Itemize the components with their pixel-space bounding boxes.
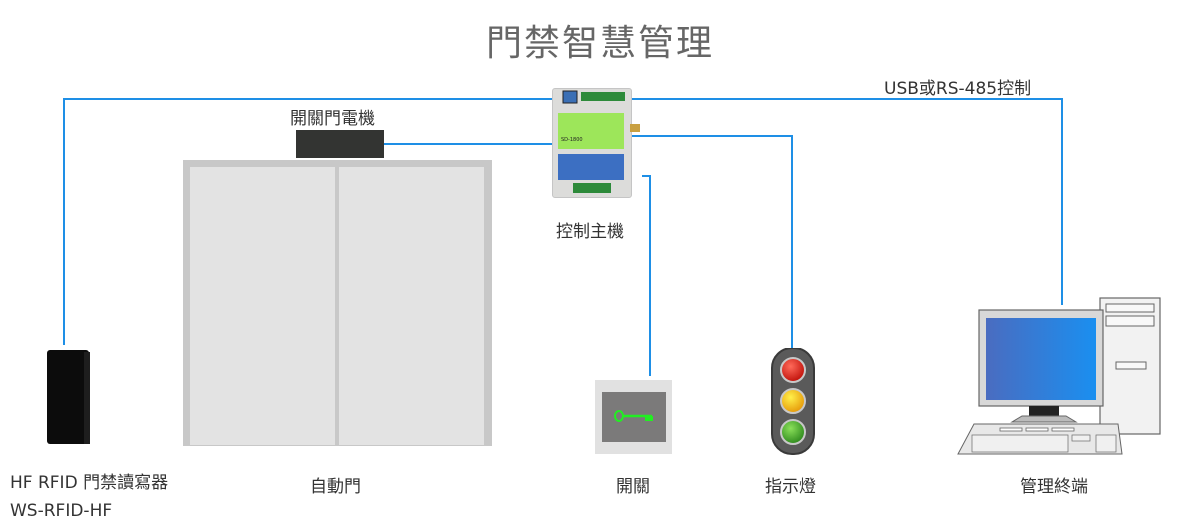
- rfid-reader-edge: [84, 352, 90, 444]
- reader-label: HF RFID 門禁讀寫器: [10, 473, 169, 493]
- desktop-computer-icon: [957, 297, 1161, 455]
- terminal-label: 管理終端: [1020, 477, 1088, 497]
- traffic-light-icon: [771, 348, 815, 455]
- green-light: [780, 419, 806, 445]
- controller-icon: SD-1800: [558, 90, 625, 193]
- door-panel-right: [339, 167, 484, 445]
- svg-text:SD-1800: SD-1800: [561, 137, 583, 143]
- automatic-door: [183, 160, 492, 446]
- line-controller-terminal: [630, 98, 1063, 305]
- red-light: [780, 357, 806, 383]
- rfid-reader: [47, 350, 89, 444]
- key-icon: [614, 410, 653, 422]
- door-motor: [296, 130, 384, 158]
- antenna: [630, 124, 640, 132]
- reader-model: WS-RFID-HF: [10, 501, 113, 521]
- controller-device: SD-1800: [552, 88, 632, 198]
- switch-label: 開關: [616, 477, 650, 497]
- door-panel-left: [190, 167, 335, 445]
- line-controller-indicator: [630, 135, 793, 348]
- motor-label: 開關門電機: [290, 109, 375, 129]
- line-reader-controller: [63, 98, 553, 345]
- diagram-title: 門禁智慧管理: [485, 23, 714, 64]
- line-controller-switch: [642, 175, 651, 376]
- door-label: 自動門: [310, 477, 361, 497]
- computer-screen: [986, 318, 1096, 400]
- yellow-light: [780, 388, 806, 414]
- indicator-label: 指示燈: [765, 477, 816, 497]
- switch-panel: [602, 392, 666, 442]
- controller-label: 控制主機: [556, 222, 624, 242]
- connection-label: USB或RS-485控制: [884, 79, 1032, 99]
